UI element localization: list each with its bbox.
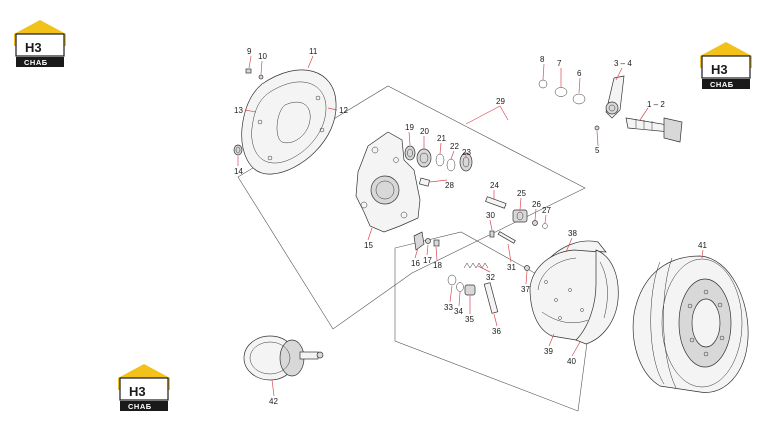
part-seal-19 [404, 145, 416, 161]
callout-42: 42 [269, 397, 278, 406]
assembly-frame-inner [394, 231, 593, 412]
logo-text-top: H3 [711, 62, 728, 77]
callout-23: 23 [462, 148, 471, 157]
callout-12: 12 [339, 106, 348, 115]
callout-22: 22 [450, 142, 459, 151]
part-nut-37 [524, 265, 530, 271]
callout-24: 24 [490, 181, 499, 190]
part-roller-25 [512, 209, 528, 223]
callout-32: 32 [486, 273, 495, 282]
part-ring-22 [446, 158, 456, 172]
part-anchor-pin-36 [483, 282, 499, 314]
logo-text-bottom: СНАБ [128, 402, 152, 411]
part-pin-31 [497, 231, 516, 244]
callout-35: 35 [465, 315, 474, 324]
callout-37: 37 [521, 285, 530, 294]
part-bearing-20 [416, 148, 432, 168]
callout-36: 36 [492, 327, 501, 336]
part-ring-8 [538, 79, 548, 89]
logo-top-right: H3 СНАБ [700, 42, 752, 89]
callout-41: 41 [698, 241, 707, 250]
callout-11: 11 [309, 47, 318, 56]
part-brake-spider-15 [355, 131, 421, 233]
logo-top-left: H3 СНАБ [14, 20, 66, 67]
part-washer-17 [425, 238, 431, 244]
assembly-frame-outer [237, 85, 586, 330]
part-camshaft-1-2 [625, 117, 683, 143]
callout-19: 19 [405, 123, 414, 132]
logo-bottom-left: H3 СНАБ [118, 364, 170, 411]
part-washer-7 [554, 87, 568, 97]
callout-20: 20 [420, 127, 429, 136]
part-washer-10 [258, 74, 264, 80]
callout-18: 18 [433, 261, 442, 270]
part-brake-drum-41 [632, 255, 749, 393]
logo-text-top: H3 [25, 40, 42, 55]
callout-40: 40 [567, 357, 576, 366]
logo-text-top: H3 [129, 384, 146, 399]
part-pin-30 [489, 230, 495, 238]
callout-9: 9 [247, 47, 252, 56]
callout-labels: 1 – 2 3 – 4 5 6 7 8 9 10 11 12 13 14 15 … [234, 47, 707, 406]
callout-15: 15 [364, 241, 373, 250]
part-brake-shoe-40 [575, 249, 619, 345]
part-ring-21 [435, 153, 445, 167]
callout-21: 21 [437, 134, 446, 143]
callout-26: 26 [532, 200, 541, 209]
callout-30: 30 [486, 211, 495, 220]
callout-34: 34 [454, 307, 463, 316]
part-bolt-18 [433, 239, 440, 247]
callout-8: 8 [540, 55, 545, 64]
part-washer-6 [572, 93, 586, 105]
callout-28: 28 [445, 181, 454, 190]
callout-14: 14 [234, 167, 243, 176]
callout-1-2: 1 – 2 [647, 100, 665, 109]
part-bracket-16 [413, 231, 425, 251]
part-washer-26 [532, 220, 538, 226]
callout-33: 33 [444, 303, 453, 312]
callout-13: 13 [234, 106, 243, 115]
part-washer-33 [447, 274, 457, 286]
part-brake-chamber-42 [243, 335, 324, 381]
callout-25: 25 [517, 189, 526, 198]
part-pin-5 [594, 125, 600, 131]
part-washer-34 [456, 282, 464, 292]
part-shaft-24 [485, 196, 507, 209]
part-dust-shield-11 [241, 69, 337, 175]
callout-3-4: 3 – 4 [614, 59, 632, 68]
callout-31: 31 [507, 263, 516, 272]
callout-29: 29 [496, 97, 505, 106]
part-slack-adjuster-3-4 [605, 75, 625, 119]
leader-lines [237, 55, 704, 397]
callout-7: 7 [557, 59, 562, 68]
callout-5: 5 [595, 146, 600, 155]
part-plug-14 [233, 144, 243, 156]
logo-text-bottom: СНАБ [710, 80, 734, 89]
part-bushing-35 [464, 284, 476, 296]
part-pin-28 [418, 177, 431, 187]
callout-27: 27 [542, 206, 551, 215]
callout-10: 10 [258, 52, 267, 61]
callout-6: 6 [577, 69, 582, 78]
callout-16: 16 [411, 259, 420, 268]
part-brake-shoe-39 [529, 249, 601, 341]
part-clip-27 [542, 223, 548, 229]
callout-38: 38 [568, 229, 577, 238]
callout-39: 39 [544, 347, 553, 356]
logo-text-bottom: СНАБ [24, 58, 48, 67]
part-bolt-9 [245, 68, 252, 74]
part-spring-32 [463, 262, 489, 269]
callout-17: 17 [423, 256, 432, 265]
